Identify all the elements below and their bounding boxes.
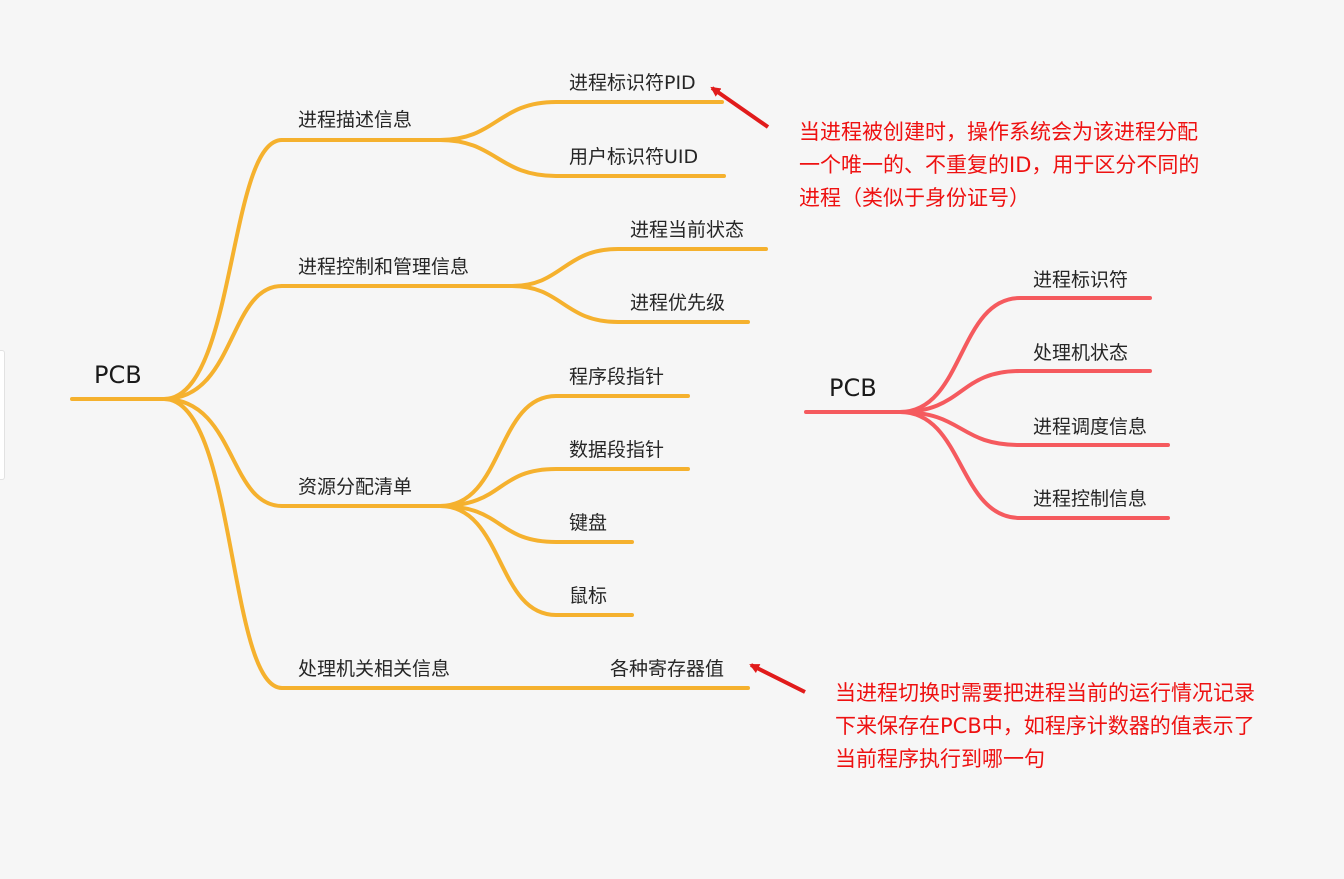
edge-right-root-branch-3 <box>898 410 1170 447</box>
pid-annotation-line: 当进程被创建时，操作系统会为该进程分配 <box>799 120 1198 144</box>
branch-3-label[interactable]: 资源分配清单 <box>298 476 412 498</box>
register-annotation-line: 当进程切换时需要把进程当前的运行情况记录 <box>835 681 1255 705</box>
branch-1-label[interactable]: 进程描述信息 <box>298 109 412 131</box>
edge-root-branch-3 <box>162 397 284 508</box>
branch-3-child-1-label[interactable]: 程序段指针 <box>569 366 664 388</box>
right-mindmap <box>804 296 1170 520</box>
right-branch-1-label[interactable]: 进程标识符 <box>1033 269 1128 291</box>
register-annotation-line: 下来保存在PCB中，如程序计数器的值表示了 <box>835 714 1255 738</box>
branch-4-label[interactable]: 处理机关相关信息 <box>298 658 450 680</box>
register-arrow <box>749 663 806 694</box>
right-branch-4-label[interactable]: 进程控制信息 <box>1033 488 1147 510</box>
edge-branch-2-child-2 <box>510 284 750 324</box>
pid-annotation: 当进程被创建时，操作系统会为该进程分配 一个唯一的、不重复的ID，用于区分不同的… <box>799 116 1199 215</box>
edge-root-branch-1 <box>162 138 284 401</box>
pid-annotation-line: 进程（类似于身份证号） <box>799 186 1030 210</box>
side-panel-tab[interactable] <box>0 350 5 480</box>
edge-root-branch-4 <box>162 397 284 690</box>
left-mindmap <box>70 100 768 690</box>
branch-3-child-2-label[interactable]: 数据段指针 <box>569 439 664 461</box>
edge-right-root-branch-1 <box>898 296 1152 414</box>
branch-3-child-4-label[interactable]: 鼠标 <box>569 585 607 607</box>
branch-2-child-2-label[interactable]: 进程优先级 <box>630 292 725 314</box>
right-branch-3-label[interactable]: 进程调度信息 <box>1033 416 1147 438</box>
edge-right-root-branch-4 <box>898 410 1170 520</box>
branch-3-child-3-label[interactable]: 键盘 <box>569 512 607 534</box>
pid-arrow <box>710 86 770 129</box>
register-annotation: 当进程切换时需要把进程当前的运行情况记录 下来保存在PCB中，如程序计数器的值表… <box>835 677 1255 776</box>
edge-branch-3-child-2 <box>438 467 690 508</box>
branch-4-child-1-label[interactable]: 各种寄存器值 <box>610 658 724 680</box>
edge-branch-3-child-4 <box>438 504 634 617</box>
edge-branch-2-child-1 <box>510 247 768 288</box>
left-root-label[interactable]: PCB <box>94 361 142 389</box>
edge-branch-1-child-1 <box>438 100 724 142</box>
branch-1-child-2-label[interactable]: 用户标识符UID <box>569 146 698 168</box>
branch-2-child-1-label[interactable]: 进程当前状态 <box>630 219 744 241</box>
edge-branch-3-child-1 <box>438 394 690 508</box>
right-branch-2-label[interactable]: 处理机状态 <box>1033 342 1128 364</box>
register-annotation-line: 当前程序执行到哪一句 <box>835 747 1045 771</box>
pid-annotation-line: 一个唯一的、不重复的ID，用于区分不同的 <box>799 153 1200 177</box>
right-root-label[interactable]: PCB <box>829 374 877 402</box>
edge-right-root-branch-2 <box>898 369 1152 414</box>
branch-1-child-1-label[interactable]: 进程标识符PID <box>569 72 696 94</box>
edge-branch-3-child-3 <box>438 504 634 544</box>
edge-root-branch-2 <box>162 284 284 401</box>
branch-2-label[interactable]: 进程控制和管理信息 <box>298 256 469 278</box>
edge-branch-1-child-2 <box>438 138 726 178</box>
